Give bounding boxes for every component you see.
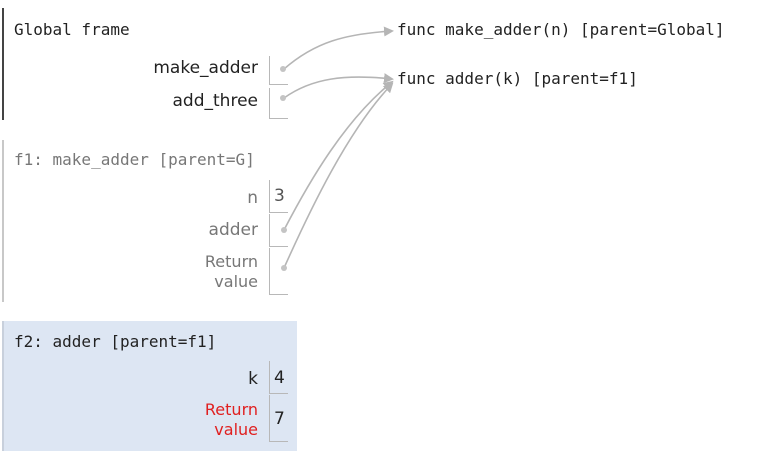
arrow-adder-to-func [283,80,394,231]
var-name-k: k [248,369,258,389]
var-box-adder [269,214,288,247]
return-label-f2-line2: value [214,420,258,439]
arrow-return-f1-to-func [283,82,394,269]
return-label-f2: Return value [4,400,258,440]
var-value-n: 3 [274,186,285,206]
var-name-adder: adder [208,220,258,240]
arrow-add-three-to-adder [283,73,394,99]
return-label-f1-line1: Return [204,252,258,271]
var-box-return-f2: 7 [269,395,288,442]
global-frame-title: Global frame [14,20,130,39]
global-frame: Global frame make_adder add_three [2,8,297,120]
var-name-n: n [247,188,258,208]
f2-frame: f2: adder [parent=f1] k 4 Return value 7 [2,321,297,451]
var-box-add-three [269,88,288,119]
return-value-f2: 7 [274,409,285,429]
return-label-f1: Return value [4,252,258,292]
f2-frame-title: f2: adder [parent=f1] [14,332,217,351]
f1-frame: f1: make_adder [parent=G] n 3 adder Retu… [2,140,297,302]
var-box-k: 4 [269,361,288,394]
var-box-make-adder [269,56,288,85]
pointer-dot-adder [281,227,287,233]
var-box-n: 3 [269,180,288,213]
func-object-make-adder: func make_adder(n) [parent=Global] [397,20,725,39]
var-value-k: 4 [274,368,285,388]
f1-frame-title: f1: make_adder [parent=G] [14,150,255,169]
func-object-adder: func adder(k) [parent=f1] [397,69,638,88]
arrow-make-adder-to-func [283,26,394,70]
return-label-f2-line1: Return [204,400,258,419]
var-name-make-adder: make_adder [153,58,258,78]
var-name-add-three: add_three [172,91,258,111]
var-box-return-f1 [269,248,288,295]
pointer-dot-add-three [280,95,286,101]
pointer-dot-return-f1 [281,265,287,271]
pointer-dot-make-adder [280,66,286,72]
return-label-f1-line2: value [214,272,258,291]
